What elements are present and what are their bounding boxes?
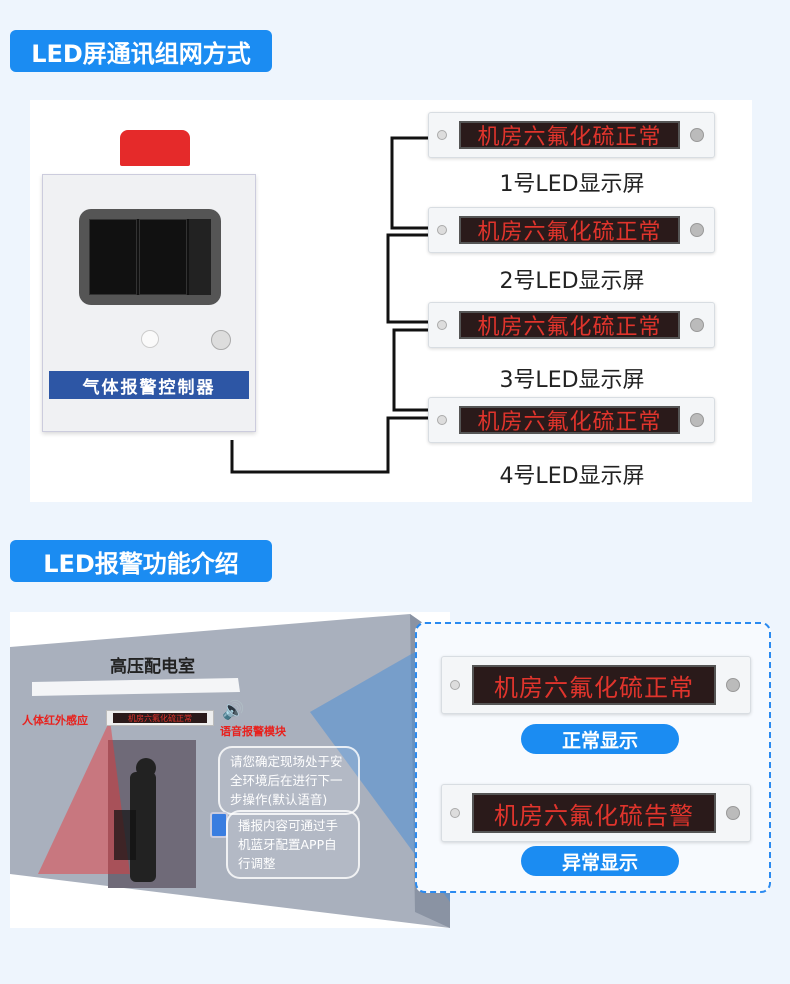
led-screen-text: 机房六氟化硫告警 bbox=[472, 793, 716, 833]
alarm-light-icon bbox=[120, 130, 190, 166]
led-display-1: 机房六氟化硫正常 bbox=[428, 112, 715, 158]
speaker-icon bbox=[690, 318, 704, 332]
room-sign: 高压配电室 bbox=[110, 657, 195, 677]
led-screen-text: 机房六氟化硫正常 bbox=[459, 121, 680, 149]
button-icon bbox=[211, 330, 231, 350]
mini-led-screen: 机房六氟化硫正常 bbox=[113, 713, 207, 723]
led-display-3: 机房六氟化硫正常 bbox=[428, 302, 715, 348]
led-screen-text: 机房六氟化硫正常 bbox=[459, 406, 680, 434]
app-bubble: 播报内容可通过手机蓝牙配置APP自行调整 bbox=[226, 810, 360, 879]
led-display-2: 机房六氟化硫正常 bbox=[428, 207, 715, 253]
controller-screen bbox=[79, 209, 221, 305]
section-title-alarm: LED报警功能介绍 bbox=[10, 540, 272, 582]
speaker-icon bbox=[690, 413, 704, 427]
indicator-icon bbox=[141, 330, 159, 348]
abnormal-display-button[interactable]: 异常显示 bbox=[521, 846, 679, 876]
display-label: 2号LED显示屏 bbox=[499, 269, 645, 294]
voice-label: 语音报警模块 bbox=[220, 725, 286, 738]
speaker-icon bbox=[726, 678, 740, 692]
alarm-scene: 高压配电室 机房六氟化硫正常 人体红外感应 🔊 语音报警模块 请您确定现场处于安… bbox=[10, 612, 450, 928]
led-display-abnormal: 机房六氟化硫告警 bbox=[441, 784, 751, 842]
speaker-icon bbox=[690, 223, 704, 237]
display-label: 3号LED显示屏 bbox=[499, 368, 645, 393]
display-modes-box: 机房六氟化硫正常 正常显示 机房六氟化硫告警 异常显示 bbox=[415, 622, 771, 893]
sensor-label: 人体红外感应 bbox=[22, 714, 88, 727]
network-diagram: 气体报警控制器 机房六氟化硫正常 1号LED显示屏 机房六氟化硫正常 2号LED… bbox=[30, 100, 752, 502]
led-display-normal: 机房六氟化硫正常 bbox=[441, 656, 751, 714]
speaker-icon bbox=[690, 128, 704, 142]
speaker-alarm-icon: 🔊 bbox=[222, 700, 245, 721]
controller-label: 气体报警控制器 bbox=[49, 371, 249, 399]
led-screen-text: 机房六氟化硫正常 bbox=[472, 665, 716, 705]
display-label: 1号LED显示屏 bbox=[499, 172, 645, 197]
normal-display-button[interactable]: 正常显示 bbox=[521, 724, 679, 754]
display-label: 4号LED显示屏 bbox=[499, 464, 645, 489]
led-screen-text: 机房六氟化硫正常 bbox=[459, 311, 680, 339]
led-screen-text: 机房六氟化硫正常 bbox=[459, 216, 680, 244]
cable-lines bbox=[230, 136, 430, 474]
voice-bubble: 请您确定现场处于安全环境后在进行下一步操作(默认语音) bbox=[218, 746, 360, 815]
section-title-network: LED屏通讯组网方式 bbox=[10, 30, 272, 72]
led-display-4: 机房六氟化硫正常 bbox=[428, 397, 715, 443]
gas-alarm-controller: 气体报警控制器 bbox=[42, 174, 256, 432]
speaker-icon bbox=[726, 806, 740, 820]
